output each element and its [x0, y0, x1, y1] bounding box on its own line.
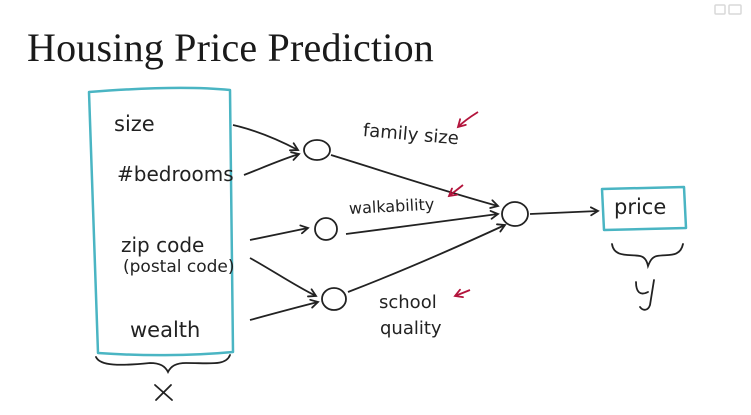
arrow-walk-to-output [345, 209, 500, 235]
red-arrow-family-size [456, 111, 479, 129]
hidden-label-school: school [379, 292, 437, 313]
output-brace [611, 243, 684, 270]
red-arrow-school-quality [453, 288, 471, 299]
input-features-box [87, 86, 235, 357]
price-box [600, 185, 688, 232]
input-wealth: wealth [130, 318, 201, 342]
y-label-glyph [635, 279, 655, 311]
arrow-zip-to-walk [249, 224, 310, 241]
hidden-label-quality: quality [380, 318, 442, 339]
output-label-price: price [614, 195, 667, 219]
x-label-glyph [154, 384, 173, 401]
input-bedrooms: #bedrooms [117, 162, 234, 186]
arrow-family-to-output [330, 154, 500, 209]
red-arrow-walkability [447, 184, 464, 198]
video-watermark-icon [714, 4, 742, 15]
output-node [501, 201, 529, 227]
hidden-node-family-size [303, 139, 331, 161]
arrow-size-to-family [232, 124, 300, 152]
input-zip-code: zip code [121, 233, 205, 257]
arrow-zip-to-school [249, 257, 318, 298]
arrow-wealth-to-school [249, 298, 320, 321]
hidden-node-walkability [314, 217, 338, 241]
arrow-output-to-price [529, 206, 600, 217]
input-postal-code: (postal code) [123, 257, 235, 277]
arrow-school-to-output [347, 223, 507, 293]
input-size: size [114, 112, 155, 136]
slide-title: Housing Price Prediction [27, 25, 434, 70]
arrow-bedrooms-to-family [243, 151, 301, 176]
input-brace [95, 354, 231, 375]
hidden-node-school-quality [321, 287, 347, 311]
